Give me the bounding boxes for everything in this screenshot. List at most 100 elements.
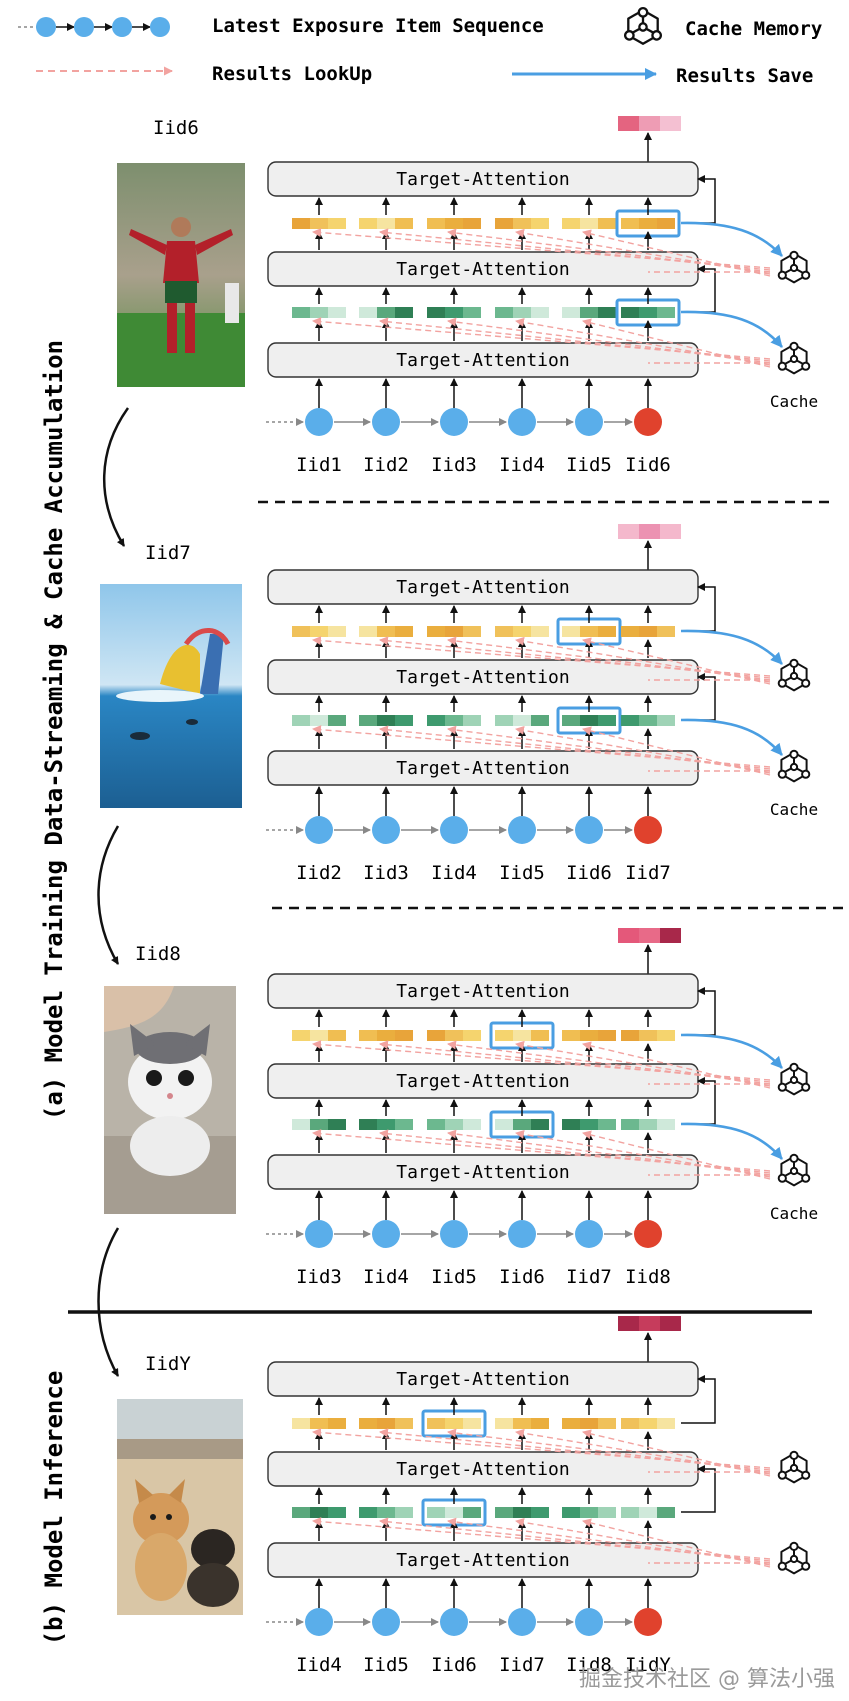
- target-attention-label: Target-Attention: [396, 1162, 569, 1183]
- target-attention-label: Target-Attention: [396, 758, 569, 779]
- embedding-bar-segment: [657, 1030, 675, 1041]
- embedding-bar-segment: [513, 626, 531, 637]
- embedding-bar-segment: [427, 218, 445, 229]
- legend-save-label: Results Save: [676, 65, 813, 87]
- output-embedding-segment: [660, 116, 681, 131]
- lookup-arrow: [582, 1041, 771, 1089]
- item-id-label: Iid7: [499, 1654, 545, 1676]
- embedding-bar-segment: [531, 1119, 549, 1130]
- embedding-bar-segment: [562, 1030, 580, 1041]
- embedding-bar-segment: [359, 1030, 377, 1041]
- panel-2: Iid7Target-AttentionTarget-AttentionTarg…: [145, 524, 818, 884]
- sequence-item-node: [575, 408, 603, 436]
- embedding-bar-segment: [562, 1507, 580, 1518]
- embedding-bar-segment: [580, 1507, 598, 1518]
- embedding-bar-segment: [463, 1030, 481, 1041]
- embedding-bar-segment: [377, 1507, 395, 1518]
- embedding-bar-segment: [639, 1418, 657, 1429]
- embedding-bar-segment: [621, 1119, 639, 1130]
- item-id-label: Iid4: [499, 454, 545, 476]
- embedding-bar-segment: [495, 307, 513, 318]
- embedding-bar-segment: [513, 1418, 531, 1429]
- lookup-arrow: [515, 636, 771, 683]
- save-arrow: [680, 718, 783, 756]
- lookup-arrow: [312, 1517, 771, 1560]
- cache-label: Cache: [770, 1204, 818, 1223]
- lookup-arrow: [312, 725, 771, 768]
- output-embedding-segment: [618, 928, 639, 943]
- embedding-bar-segment: [463, 626, 481, 637]
- embedding-bar-segment: [657, 1418, 675, 1429]
- embedding-bar-segment: [427, 1119, 445, 1130]
- save-arrow: [680, 310, 783, 348]
- cache-memory-icon: [777, 749, 811, 783]
- embedding-bar-segment: [292, 715, 310, 726]
- watermark: 掘金技术社区 @ 算法小强: [579, 1667, 835, 1692]
- lookup-arrow: [515, 725, 771, 774]
- embedding-bar-segment: [598, 715, 616, 726]
- item-id-label: Iid7: [625, 862, 671, 884]
- target-attention-label: Target-Attention: [396, 981, 569, 1002]
- embedding-bar-segment: [359, 307, 377, 318]
- embedding-bar-segment: [657, 218, 675, 229]
- flow-arrow: [97, 825, 120, 965]
- output-embedding-segment: [618, 524, 639, 539]
- embedding-bar-segment: [580, 1418, 598, 1429]
- embedding-bar-segment: [328, 1030, 346, 1041]
- embedding-bar-segment: [445, 307, 463, 318]
- embedding-bar-segment: [395, 715, 413, 726]
- embedding-bar-segment: [531, 1418, 549, 1429]
- item-id-label: Iid6: [431, 1654, 477, 1676]
- embedding-bar-segment: [463, 1119, 481, 1130]
- sequence-item-node: [305, 1220, 333, 1248]
- embedding-bar-segment: [621, 1507, 639, 1518]
- target-attention-block: [267, 1542, 699, 1578]
- target-attention-label: Target-Attention: [396, 259, 569, 280]
- target-item-label: Iid7: [145, 542, 191, 564]
- sequence-item-node: [440, 408, 468, 436]
- item-id-label: IidY: [625, 1654, 671, 1676]
- lookup-arrow: [582, 229, 771, 277]
- embedding-bar-segment: [292, 307, 310, 318]
- cache-memory-icon: [777, 658, 811, 692]
- embedding-bar-segment: [495, 626, 513, 637]
- embedding-bar-segment: [513, 1030, 531, 1041]
- embedding-bar-segment: [639, 1119, 657, 1130]
- embedding-bar-segment: [377, 1030, 395, 1041]
- embedding-bar-segment: [495, 1418, 513, 1429]
- target-connector: [681, 1375, 716, 1424]
- embedding-bar-segment: [377, 1119, 395, 1130]
- embedding-bar-segment: [292, 1030, 310, 1041]
- embedding-bar-segment: [427, 307, 445, 318]
- cache-label: Cache: [770, 800, 818, 819]
- embedding-bar-segment: [359, 1119, 377, 1130]
- sequence-item-node: [508, 816, 536, 844]
- embedding-bar-segment: [463, 715, 481, 726]
- embedding-bar-segment: [531, 626, 549, 637]
- target-connector: [681, 1465, 716, 1513]
- output-embedding-segment: [639, 1316, 660, 1331]
- embedding-bar-segment: [445, 1507, 463, 1518]
- item-id-label: Iid3: [363, 862, 409, 884]
- output-embedding-segment: [660, 928, 681, 943]
- cache-memory-icon: [777, 1541, 811, 1575]
- embedding-bar-segment: [657, 1507, 675, 1518]
- embedding-bar-segment: [580, 626, 598, 637]
- sequence-item-node: [575, 1608, 603, 1636]
- sequence-item-node: [575, 816, 603, 844]
- embedding-bar-segment: [377, 307, 395, 318]
- embedding-bar-segment: [513, 218, 531, 229]
- embedding-bar-segment: [562, 307, 580, 318]
- sequence-item-node: [372, 408, 400, 436]
- sequence-item-node: [372, 1608, 400, 1636]
- item-id-label: Iid4: [431, 862, 477, 884]
- embedding-bar-segment: [310, 218, 328, 229]
- target-attention-label: Target-Attention: [396, 350, 569, 371]
- embedding-bar-segment: [621, 626, 639, 637]
- flow-arrow: [97, 1227, 120, 1377]
- lookup-arrow: [312, 228, 771, 269]
- cache-memory-icon: [777, 1153, 811, 1187]
- embedding-bar-segment: [292, 218, 310, 229]
- embedding-bar-segment: [328, 715, 346, 726]
- item-id-label: Iid4: [363, 1266, 409, 1288]
